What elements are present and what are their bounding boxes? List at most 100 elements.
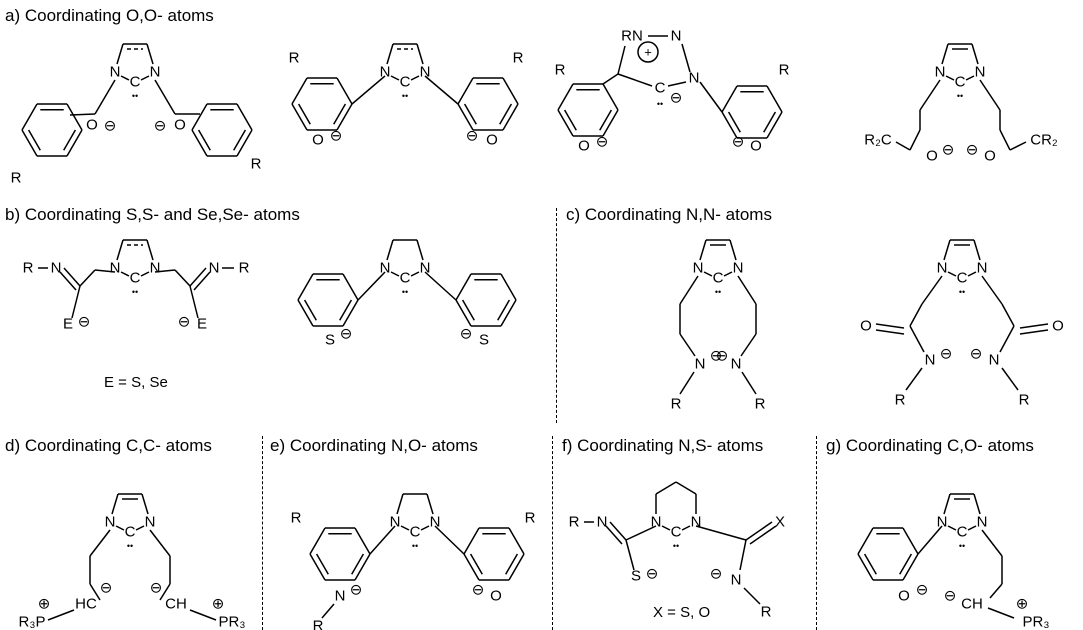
section-f-title: f) Coordinating N,S- atoms (562, 436, 764, 455)
benzene-ring (505, 553, 519, 575)
bond (875, 323, 905, 329)
benzene-ring (21, 129, 38, 157)
section-a-title: a) Coordinating O,O- atoms (5, 6, 214, 25)
benzene-ring (351, 553, 365, 575)
anion-charge: ⊖ (150, 580, 163, 597)
benzene-ring (500, 273, 517, 301)
bond (945, 75, 955, 81)
bond (679, 333, 696, 357)
bond (416, 43, 424, 65)
bond (981, 529, 1003, 557)
bond (47, 609, 75, 621)
lone-pair: •• (132, 287, 138, 297)
benzene-ring (497, 299, 511, 321)
anion-charge: ⊖ (944, 588, 957, 605)
carbene-carbon: C (955, 74, 966, 91)
bond (987, 607, 1015, 619)
lone-pair: •• (402, 287, 408, 297)
bond (617, 73, 653, 87)
benzene-ring (463, 553, 480, 581)
bond (94, 79, 116, 115)
carbene-carbon: C (655, 80, 666, 97)
anion-charge: ⊖ (970, 346, 983, 363)
anion-charge: ⊖ (916, 582, 929, 599)
bond (625, 539, 635, 571)
bond (609, 521, 627, 541)
oxygen-atom: O (578, 138, 590, 155)
bond (424, 271, 457, 301)
oxygen-atom: O (860, 318, 872, 335)
anion-charge: ⊖ (646, 566, 659, 583)
benzene-ring (766, 111, 783, 139)
benzene-ring (66, 103, 83, 131)
r-group: R (289, 50, 300, 67)
bond (1019, 323, 1049, 329)
anion-charge: ⊖ (460, 326, 473, 343)
bond (909, 325, 925, 353)
benzene-ring (502, 103, 519, 131)
benzene-ring (563, 109, 577, 131)
oxygen-atom: O (1052, 318, 1064, 335)
bond (71, 285, 81, 319)
benzene-ring (233, 129, 247, 151)
lone-pair: •• (673, 541, 679, 551)
nitrogen-atom: N (733, 260, 744, 277)
lone-pair: •• (132, 91, 138, 101)
oxygen-atom: O (312, 132, 324, 149)
bond (140, 75, 150, 81)
anion-charge: ⊖ (596, 134, 609, 151)
bond (947, 525, 957, 531)
bond (729, 239, 737, 261)
bond (695, 525, 747, 541)
r-group: R (671, 396, 682, 413)
nitrogen-atom: N (937, 514, 948, 531)
nitrogen-atom: N (145, 514, 156, 531)
bond (1001, 367, 1019, 391)
bond (967, 525, 977, 531)
nitrogen-atom: N (693, 260, 704, 277)
bond (979, 79, 1001, 111)
benzene-ring (599, 109, 613, 131)
r-group: R (761, 604, 772, 621)
divider-f-g (816, 436, 817, 630)
bond (681, 43, 691, 73)
sulfur-atom: S (631, 568, 641, 585)
benzene-ring (461, 299, 475, 321)
bond (111, 493, 119, 515)
benzene-ring (602, 83, 619, 111)
nitrogen-atom: N (110, 260, 121, 277)
phosphonium-group: R₃P (19, 614, 46, 630)
benzene-ring (902, 553, 919, 581)
r-group: R (11, 170, 22, 187)
carbene-carbon: C (957, 524, 968, 541)
r2c-group: R₂C (864, 132, 892, 149)
benzene-ring (557, 109, 574, 137)
bond (681, 525, 691, 531)
bond (390, 75, 400, 81)
benzene-ring (863, 553, 877, 575)
benzene-ring (763, 111, 777, 133)
bond (159, 583, 171, 601)
bond (115, 525, 125, 531)
nitrogen-atom: N (110, 64, 121, 81)
benzene-ring (500, 299, 517, 327)
anion-charge: ⊖ (330, 128, 343, 145)
nitrogen-atom: N (695, 356, 706, 373)
lone-pair: •• (412, 541, 418, 551)
bond (174, 269, 191, 287)
nitrogen-atom: N (691, 514, 702, 531)
r-group: R (239, 260, 250, 277)
bond (386, 43, 394, 65)
benzene-ring (27, 129, 41, 151)
bond (63, 267, 81, 287)
bond (679, 371, 695, 395)
bond (965, 75, 975, 81)
r-group: R (525, 510, 536, 527)
benzene-ring (602, 109, 619, 137)
bond (989, 583, 1003, 599)
benzene-ring (857, 527, 874, 555)
bond (141, 493, 149, 515)
benzene-ring (336, 77, 353, 105)
benzene-ring (457, 103, 474, 131)
benzene-ring (297, 103, 311, 125)
